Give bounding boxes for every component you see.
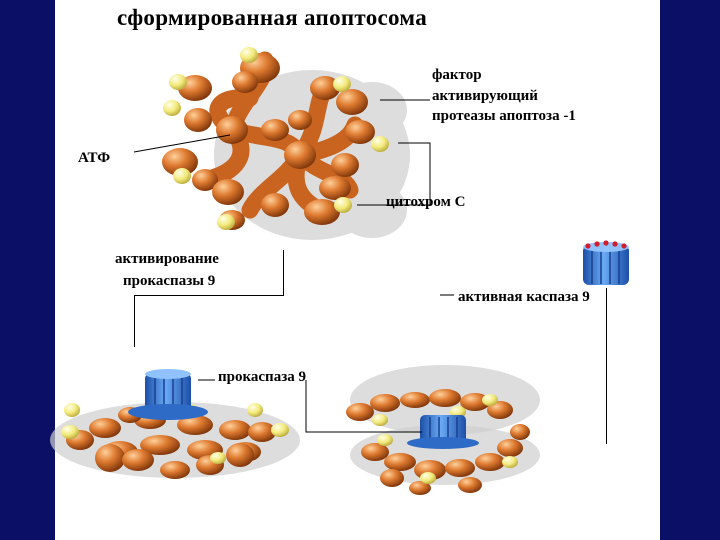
slide-title: сформированная апоптосома [117,6,427,29]
activation-label-line2: прокаспазы 9 [123,274,215,289]
atp-label: АТФ [78,151,110,166]
activation-label-line1: активирование [115,252,219,267]
active-caspase-9-cylinder [583,240,629,285]
activation-arrow-down [134,295,135,347]
active-caspase-mark [440,294,454,296]
procaspase-complex-left [50,369,300,479]
activation-bracket-bottom [134,295,284,296]
active-caspase-connector [606,288,607,444]
procaspase-complex-right [346,365,540,495]
procaspase-9-label: прокаспаза 9 [218,370,306,385]
activation-bracket-right [283,250,284,295]
apaf1-label-line2: активирующий [432,89,538,104]
active-caspase-9-label: активная каспаза 9 [458,290,590,305]
apaf1-label-line1: фактор [432,68,482,83]
apaf1-label-line3: протеазы апоптоза -1 [432,109,576,124]
cytochrome-c-label: цитохром С [386,195,465,210]
